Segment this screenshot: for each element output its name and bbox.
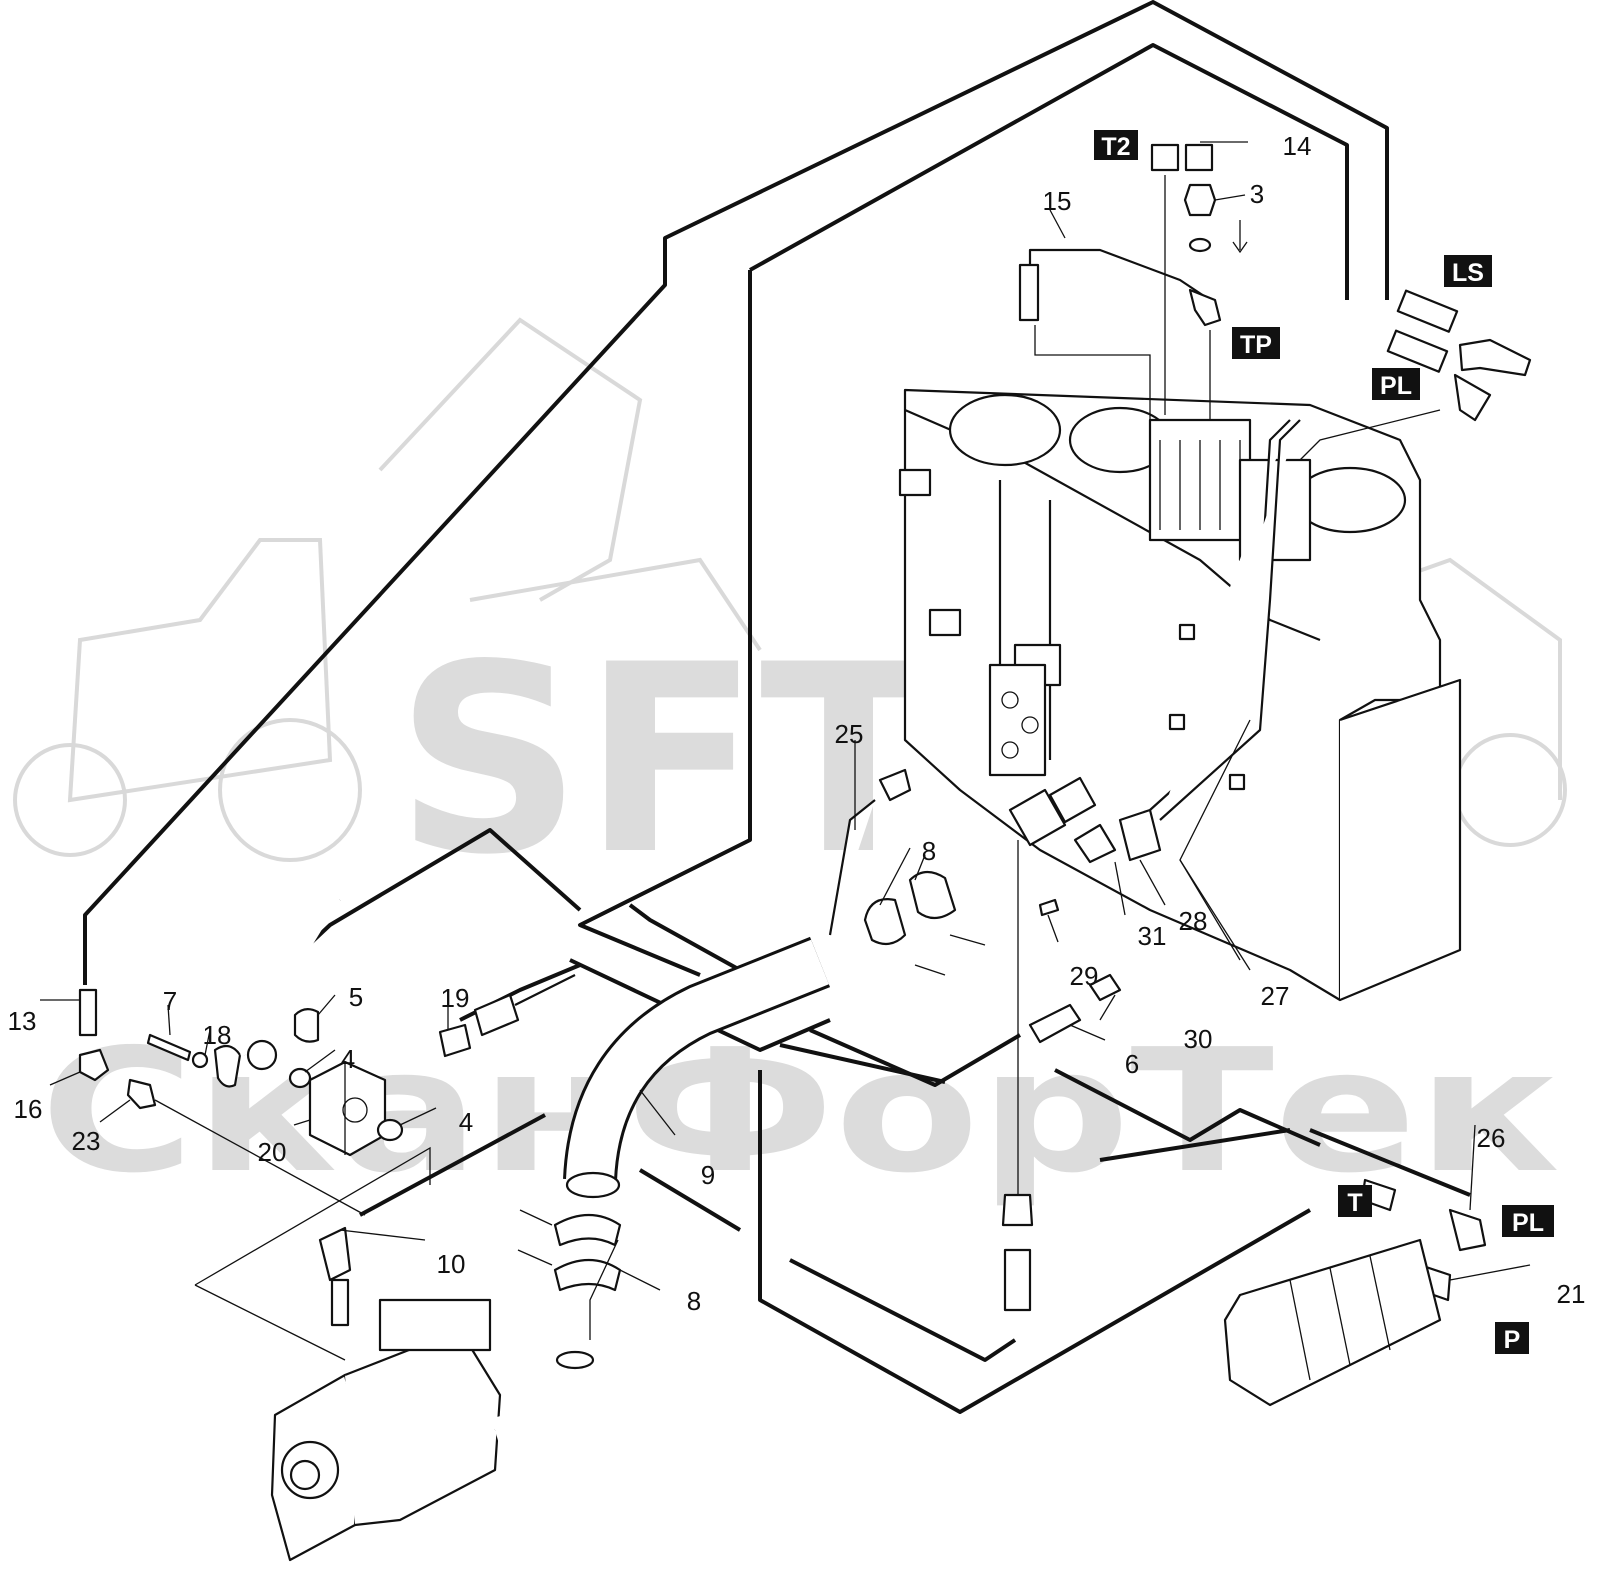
watermark-brand: SFT	[395, 610, 939, 912]
callout-7: 7	[163, 986, 177, 1016]
port-tp-label: TP	[1240, 331, 1272, 359]
callout-16: 16	[14, 1094, 43, 1124]
clamps-8-lower	[517, 1209, 622, 1292]
right-components	[828, 719, 1251, 1312]
watermark-machines	[13, 317, 1567, 862]
oring-4a	[288, 1067, 312, 1089]
elbow-26	[1448, 1208, 1487, 1252]
hose-14-assembly	[1150, 82, 1214, 172]
hose-14-nut-left	[1150, 143, 1180, 172]
callout-4b: 4	[459, 1107, 473, 1137]
clamp-5	[293, 1008, 320, 1043]
callout-13: 13	[8, 1006, 37, 1036]
hose-14-nut-right	[1184, 143, 1214, 172]
callout-9: 9	[701, 1160, 715, 1190]
bracket-28	[1118, 808, 1162, 862]
callout-23: 23	[72, 1126, 101, 1156]
flange-half	[213, 1044, 242, 1088]
tube-sleeve-2	[1048, 776, 1097, 824]
port-t2-label: T2	[1101, 133, 1130, 161]
port-labels: T2 LS TP PL T PL P	[1094, 130, 1554, 1354]
callout-21: 21	[1557, 1279, 1586, 1309]
port-tp-box	[1232, 327, 1280, 359]
callout-8a: 8	[922, 836, 936, 866]
callout-28: 28	[1179, 906, 1208, 936]
port-ls-label: LS	[1452, 259, 1484, 287]
watermark-company: СканФорТек	[40, 1013, 1560, 1211]
callout-3-text: 3	[1250, 179, 1264, 209]
port-p-box	[1495, 1322, 1529, 1354]
callout-31: 31	[1138, 921, 1167, 951]
washer-18	[191, 1051, 209, 1069]
fitting-23	[126, 1078, 157, 1110]
hose-15	[1018, 248, 1222, 327]
tube-sleeve-1	[1008, 788, 1067, 847]
block-20	[308, 1060, 387, 1157]
watermark: SFT СканФорТек	[13, 317, 1567, 1211]
port-t-box	[1338, 1185, 1372, 1217]
tank-port-3	[1293, 466, 1407, 534]
callout-20: 20	[258, 1137, 287, 1167]
fitting-25	[878, 768, 912, 802]
bolt-7	[146, 1033, 192, 1062]
callout-14: 14	[1283, 131, 1312, 161]
tank-port-1	[948, 393, 1062, 467]
ls-pl-fittings	[1386, 289, 1532, 422]
port-t-label: T	[1347, 1189, 1362, 1217]
callout-10: 10	[437, 1249, 466, 1279]
oring-4b	[376, 1118, 404, 1142]
adapter-3	[1183, 183, 1248, 254]
directional-valve	[1223, 1238, 1442, 1407]
callout-30: 30	[1184, 1024, 1213, 1054]
left-fittings	[78, 896, 576, 1157]
callout-29: 29	[1070, 961, 1099, 991]
clamps-8-upper	[863, 870, 986, 976]
port-ls-box	[1444, 255, 1492, 287]
fitting-13	[78, 988, 98, 1037]
callout-4a: 4	[341, 1044, 355, 1074]
hose-end-6	[1028, 1003, 1082, 1044]
port-t2-box	[1094, 130, 1138, 160]
bolt-29	[1038, 898, 1060, 917]
adapter-30	[1088, 973, 1122, 1002]
callout-26: 26	[1477, 1123, 1506, 1153]
port-pl-bottom-box	[1502, 1205, 1554, 1237]
leader-lines	[40, 141, 1531, 1361]
elbow-16	[78, 1048, 110, 1082]
hydraulic-pump	[270, 1226, 595, 1562]
callout-8b: 8	[687, 1286, 701, 1316]
callout-6: 6	[1125, 1049, 1139, 1079]
callouts: 3 4 4 5 6 7 8 8 9 10 13 14 15 16 18 19 2…	[8, 131, 1586, 1316]
frame-assembly	[898, 388, 1462, 1002]
callout-19: 19	[441, 983, 470, 1013]
port-pl-top-label: PL	[1380, 372, 1412, 400]
callout-18: 18	[203, 1020, 232, 1050]
port-p-label: P	[1504, 1326, 1521, 1354]
port-pl-bottom-label: PL	[1512, 1209, 1544, 1237]
callout-15: 15	[1043, 186, 1072, 216]
callout-25: 25	[835, 719, 864, 749]
adapter-19	[438, 1023, 472, 1058]
suction-hose-9	[563, 936, 831, 1199]
fitting-31	[1073, 823, 1117, 864]
routing-lines	[83, 0, 1471, 1414]
callout-5: 5	[349, 982, 363, 1012]
port-pl-top-box	[1372, 368, 1420, 400]
callout-27: 27	[1261, 981, 1290, 1011]
